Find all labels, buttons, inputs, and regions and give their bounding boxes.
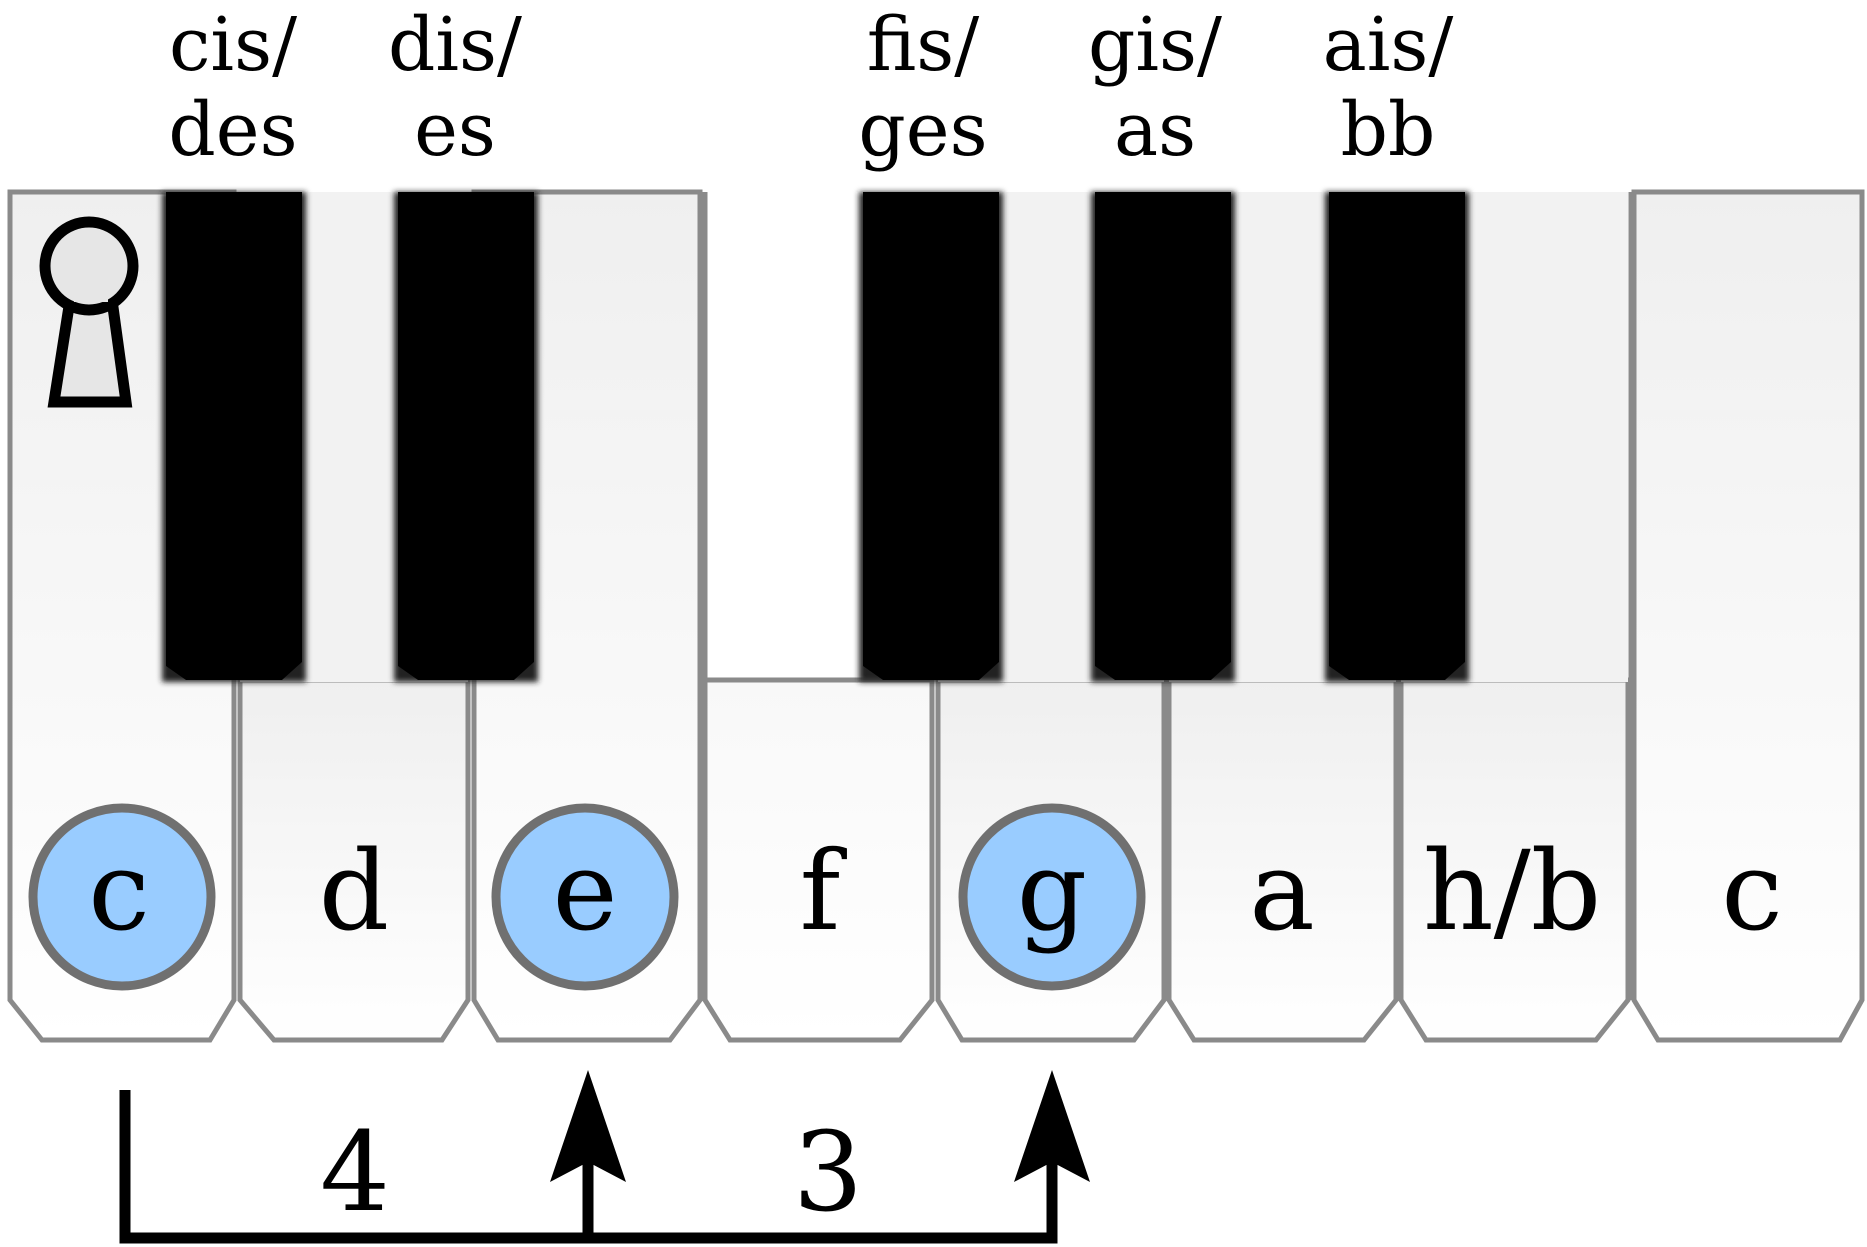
white-key-labels: c d e f g a h/b c: [88, 827, 1783, 955]
white-key-label-c-high: c: [1721, 827, 1783, 955]
chord-tone-highlights: [28, 803, 1146, 991]
black-keys: [162, 192, 1469, 682]
interval-label-major-third: 4: [320, 1108, 390, 1236]
black-key-label-1-line1: cis/: [169, 2, 297, 88]
white-key-c-high[interactable]: [1631, 189, 1865, 1043]
black-key-cis[interactable]: [162, 192, 306, 682]
highlight-c: [28, 803, 216, 991]
white-key-f[interactable]: [702, 192, 935, 1043]
interval-arrows: [550, 1070, 1090, 1182]
black-key-dis[interactable]: [394, 192, 538, 682]
black-key-label-3-line1: fis/: [867, 2, 979, 88]
key-dividers: [7, 192, 1634, 1000]
white-key-label-d: d: [319, 827, 389, 955]
black-key-label-2-line2: es: [414, 87, 496, 173]
keyhole-icon: [39, 216, 139, 408]
black-key-label-4-line1: gis/: [1088, 2, 1222, 88]
black-key-label-3-line2: ges: [858, 87, 987, 173]
white-key-label-c: c: [88, 827, 150, 955]
black-key-label-5-line2: bb: [1341, 87, 1436, 173]
arrow-up-icon: [550, 1070, 626, 1182]
black-key-ais[interactable]: [1325, 192, 1469, 682]
black-key-label-5-line1: ais/: [1323, 2, 1454, 88]
white-key-label-a: a: [1249, 827, 1315, 955]
interval-labels: 4 3: [320, 1108, 863, 1236]
black-key-label-4-line2: as: [1114, 87, 1196, 173]
black-key-label-1-line2: des: [168, 87, 297, 173]
white-key-label-f: f: [800, 827, 848, 955]
white-key-label-e: e: [552, 827, 617, 955]
white-key-label-h-b: h/b: [1423, 827, 1601, 955]
black-key-gis[interactable]: [1091, 192, 1235, 682]
black-key-label-2-line1: dis/: [388, 2, 522, 88]
black-key-fis[interactable]: [859, 192, 1003, 682]
highlight-e: [491, 803, 679, 991]
black-key-labels: cis/ des dis/ es fis/ ges gis/ as ais/ b…: [168, 2, 1453, 173]
interval-label-minor-third: 3: [793, 1108, 863, 1236]
highlight-g: [958, 803, 1146, 991]
arrow-up-icon: [1014, 1070, 1090, 1182]
white-key-label-g: g: [1017, 827, 1087, 955]
